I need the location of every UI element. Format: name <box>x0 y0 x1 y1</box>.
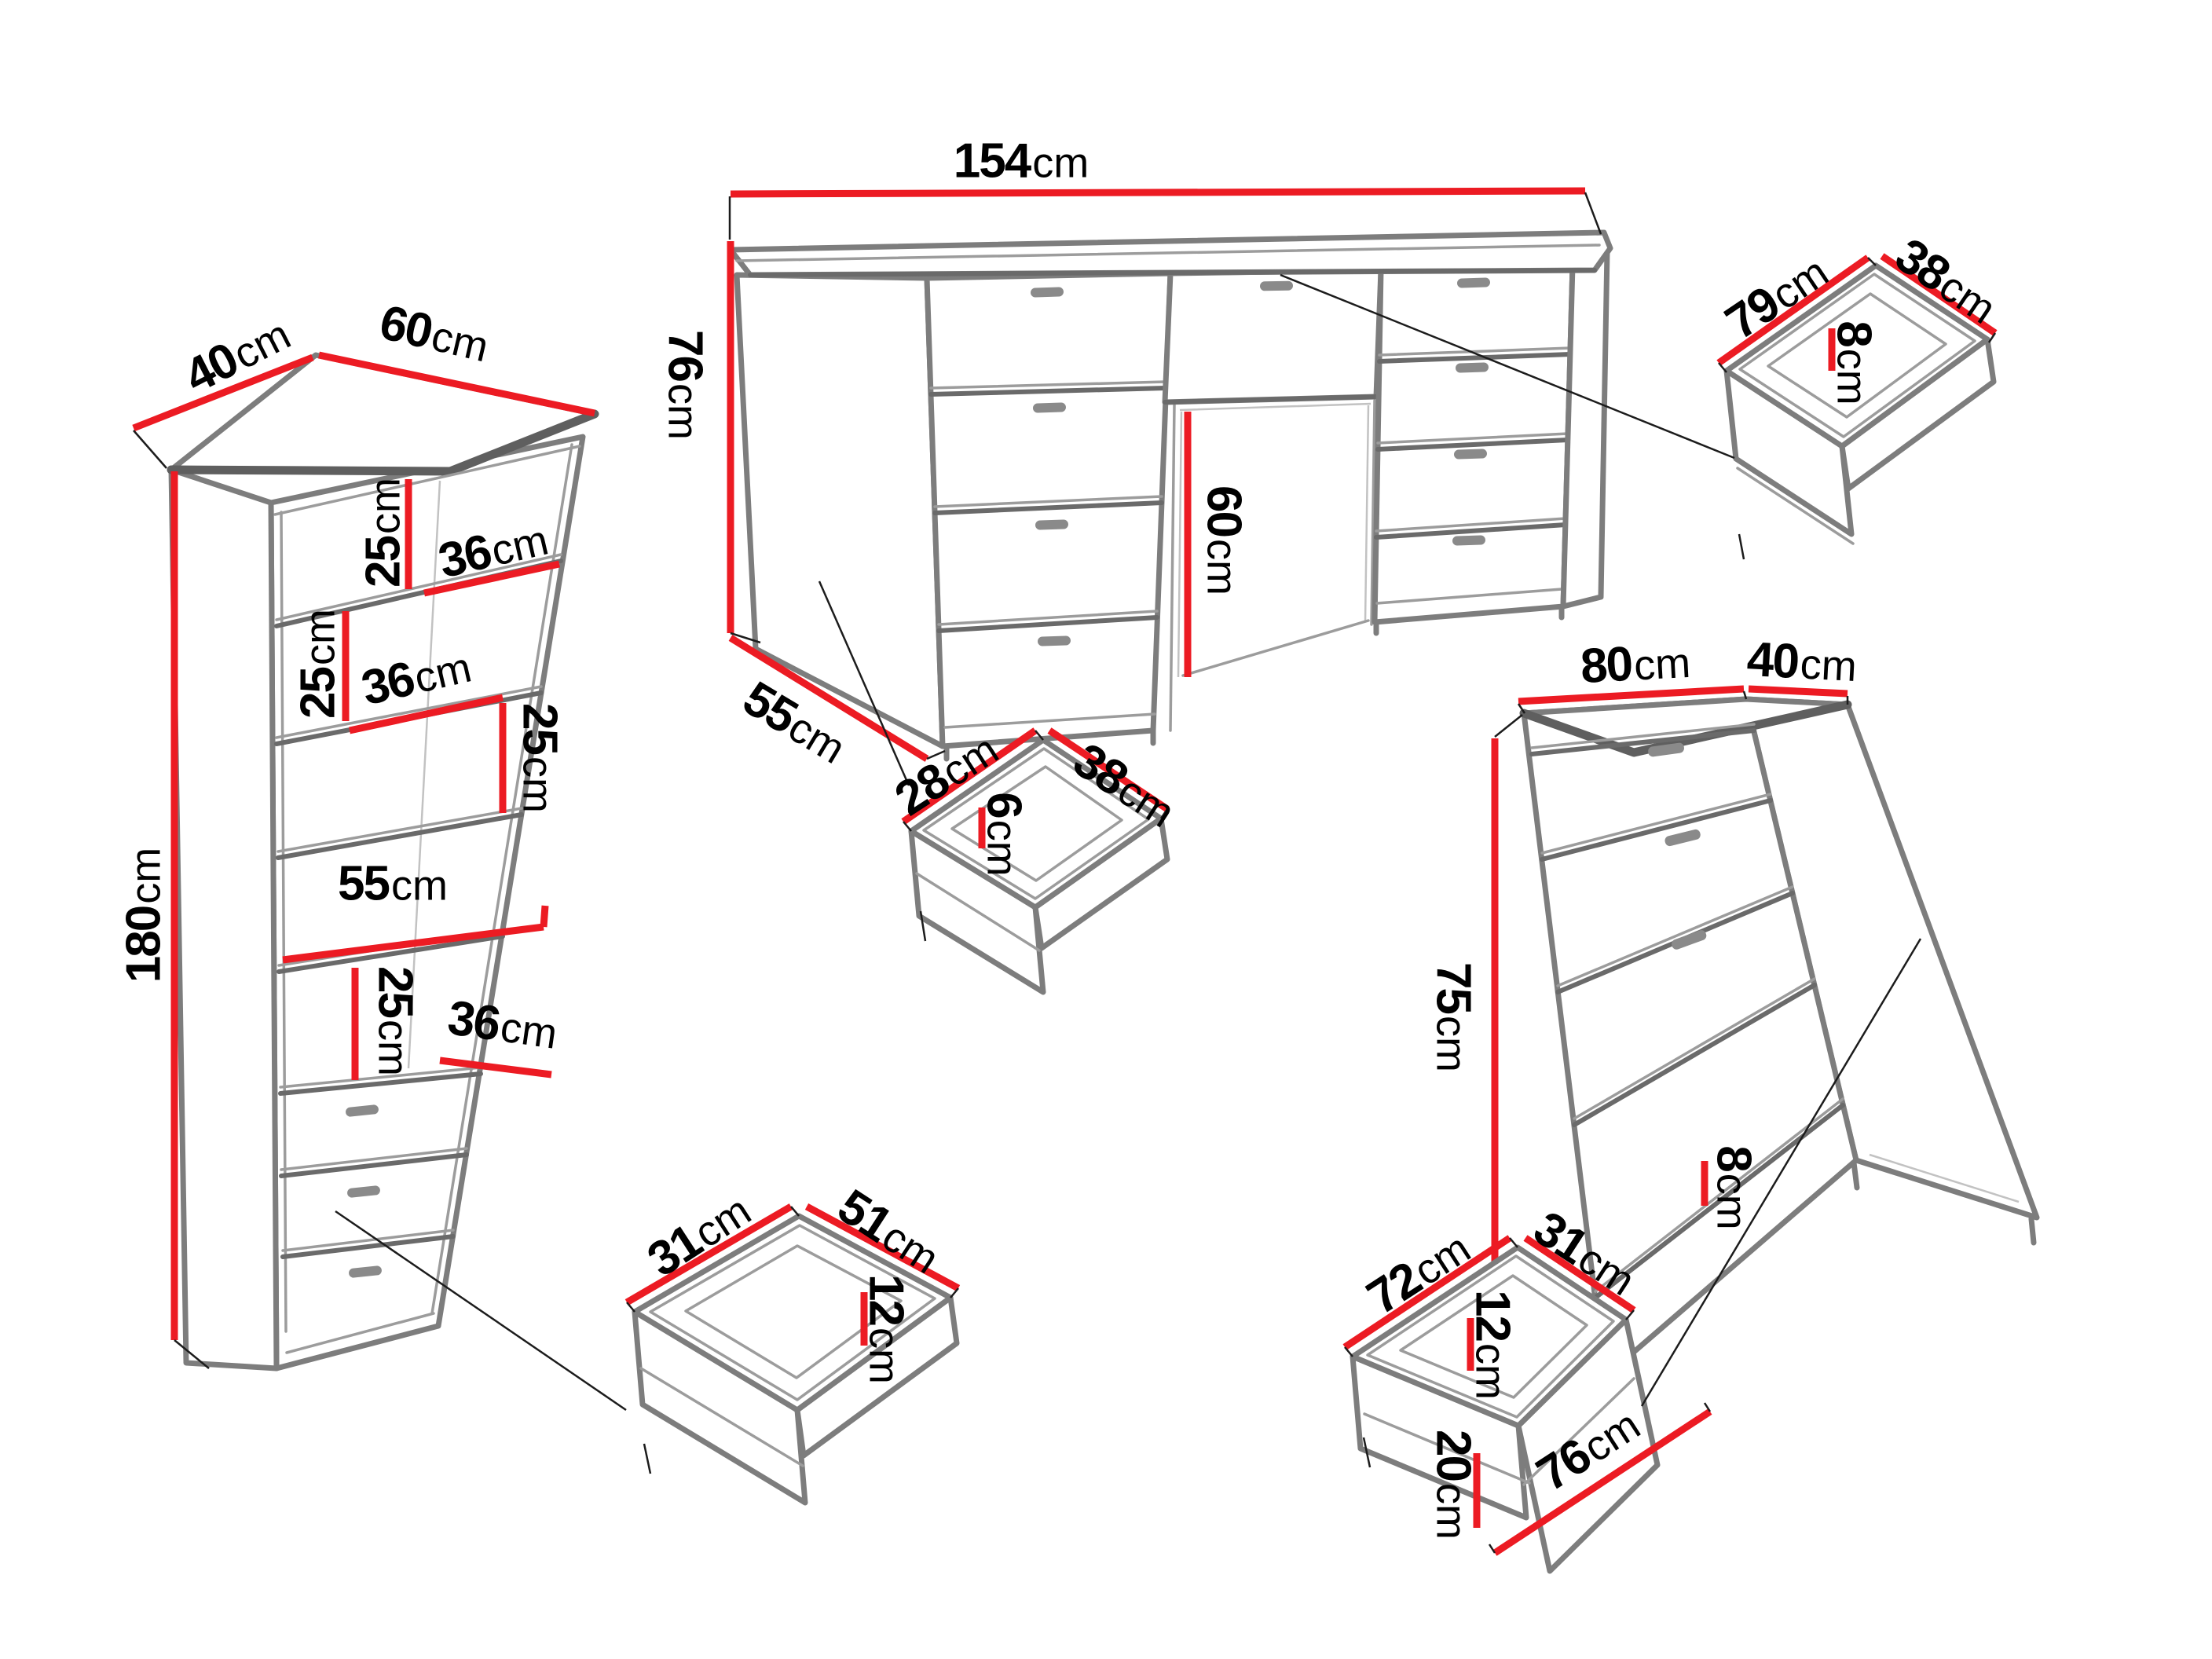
dimension-line-bookcase-width <box>318 351 595 417</box>
bookcase-inner-width-label: 55cm <box>338 856 448 911</box>
pencil-drawer-height-label: 6cm <box>976 792 1031 877</box>
dimension-line-drawer-depth <box>1880 253 1998 336</box>
drawer-rim <box>908 737 1164 910</box>
bookcase-drawing <box>132 351 599 1372</box>
chest-plinth-label: 8cm <box>1706 1145 1761 1230</box>
bookcase-drawer-handle <box>347 1185 380 1198</box>
desk-drawing <box>727 187 1613 762</box>
chest-height-label: 75cm <box>1426 962 1481 1072</box>
desk-height-label: 76cm <box>657 330 712 440</box>
dimension-line-chest-width <box>1518 685 1745 705</box>
bookcase-side-face <box>168 467 280 1372</box>
dimension-line-large-drawer-front-width <box>1492 1408 1712 1556</box>
bookcase-gap3-label: 25cm <box>512 703 567 813</box>
dimension-line-small-drawer-depth <box>624 1203 793 1306</box>
bookcase-height-label: 180cm <box>116 847 171 983</box>
dimension-line-shelf1 <box>423 560 560 597</box>
connector-pedestal-to-pencil-drawer <box>818 580 910 786</box>
bookcase-gap1-label: 25cm <box>356 478 411 588</box>
bookcase-drawer-handle <box>349 1265 382 1278</box>
drawer-rim <box>1723 262 1990 449</box>
chest-large-drawer-front-height-label: 20cm <box>1426 1430 1481 1540</box>
dimension-line-pencil-depth <box>901 727 1038 825</box>
chest-large-drawer-inner-height-label: 12cm <box>1465 1290 1520 1400</box>
chest-large-drawer-inset-drawing <box>1342 1235 1712 1574</box>
connector-desk-to-drawer <box>1280 273 1735 460</box>
desk-right-side <box>1560 248 1610 610</box>
dimension-line-pencil-width <box>1047 727 1170 812</box>
dimension-line-drawer-width <box>1716 255 1870 366</box>
desk-drawer-height-label: 8cm <box>1826 320 1881 405</box>
desk-drawer-inset-drawing <box>1716 253 1998 560</box>
dimension-line-shelf3 <box>439 1057 552 1079</box>
bookcase-drawer-handle <box>346 1104 379 1117</box>
chest-depth-label: 40cm <box>1745 632 1859 691</box>
dimension-line-shelf2 <box>349 694 504 734</box>
dimension-line-desk-depth <box>728 635 929 762</box>
dimension-line-large-drawer-depth <box>1523 1235 1636 1313</box>
chest-width-label: 80cm <box>1579 636 1692 694</box>
connector-lines <box>335 273 1922 1412</box>
desk-knee-height-label: 60cm <box>1196 485 1251 595</box>
drawer-rim <box>1350 1244 1629 1429</box>
dimension-line-large-drawer-width <box>1342 1235 1512 1350</box>
dimension-line-desk-width <box>730 187 1586 198</box>
dimension-line-chest-depth <box>1748 685 1848 698</box>
chest-small-drawer-inset-drawing <box>624 1203 961 1506</box>
connector-chest-to-large-drawer <box>1640 938 1922 1407</box>
chest-drawing <box>1491 685 2040 1411</box>
desk-width-label: 154cm <box>953 134 1090 189</box>
connector-bookcase-to-small-drawer <box>335 1210 627 1412</box>
pencil-drawer-inset-drawing <box>901 727 1170 995</box>
dimension-line-inner-width <box>282 905 549 964</box>
dimension-line-bookcase-depth <box>132 353 314 432</box>
dimension-line-small-drawer-width <box>804 1203 961 1291</box>
bookcase-gap4-label: 25cm <box>368 966 423 1076</box>
chest-small-drawer-height-label: 12cm <box>859 1274 914 1384</box>
bookcase-gap2-label: 25cm <box>291 609 346 719</box>
